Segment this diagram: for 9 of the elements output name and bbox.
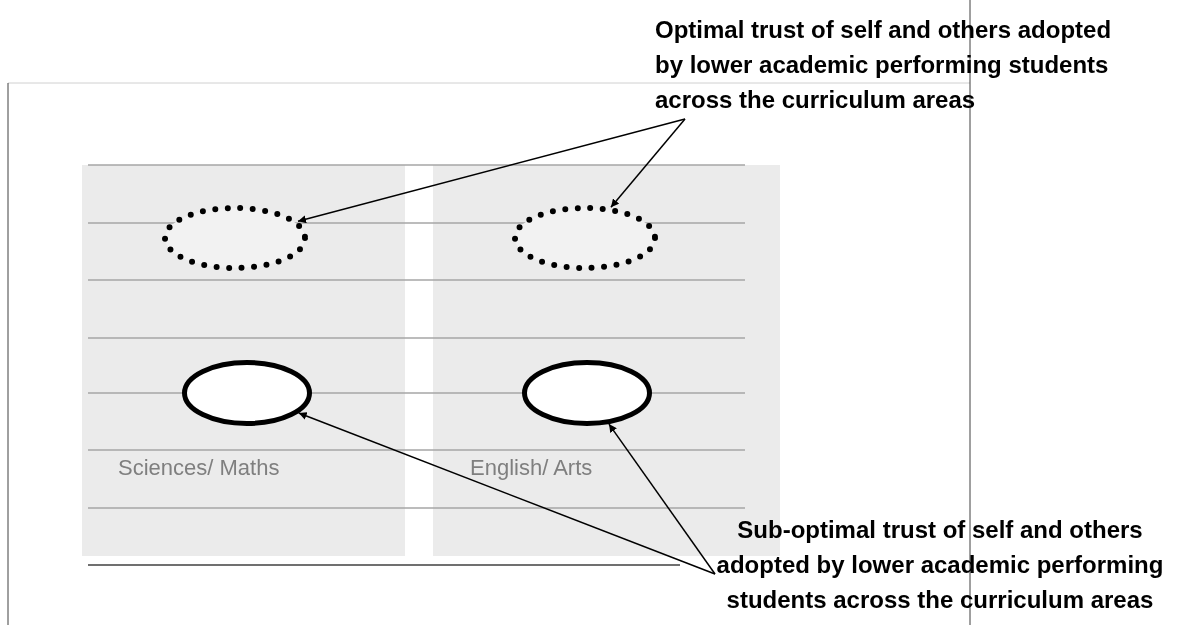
callout-text: Sub-optimal trust of self and others adopted by lower academic performing students across the curriculum areas (715, 512, 1165, 622)
panel-label: Sciences/ Maths (118, 455, 280, 481)
callout-text: Optimal trust of self and others adopted by lower academic performing students across the curriculum areas (655, 12, 1115, 119)
arrow (608, 423, 716, 575)
panel-background (82, 165, 405, 556)
panel-label: English/ Arts (470, 455, 593, 481)
arrow (297, 412, 716, 575)
arrow (610, 118, 686, 208)
arrow (297, 118, 686, 224)
